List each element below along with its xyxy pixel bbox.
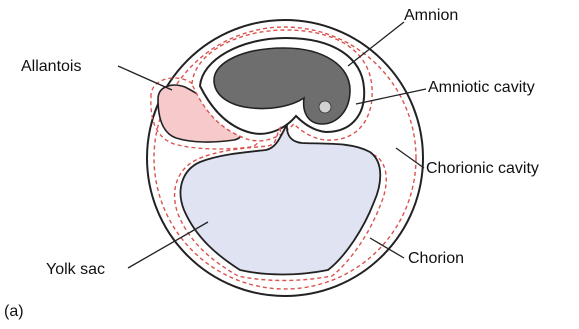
label-amniotic-cavity: Amniotic cavity bbox=[428, 79, 535, 96]
label-allantois: Allantois bbox=[21, 58, 81, 75]
label-chorionic-cavity: Chorionic cavity bbox=[426, 160, 539, 177]
embryo-head-spot bbox=[319, 101, 331, 113]
label-amnion: Amnion bbox=[404, 7, 458, 24]
label-chorion: Chorion bbox=[408, 250, 464, 267]
leader-allantois bbox=[118, 66, 172, 90]
label-yolk-sac: Yolk sac bbox=[46, 261, 105, 278]
panel-label: (a) bbox=[4, 303, 24, 320]
